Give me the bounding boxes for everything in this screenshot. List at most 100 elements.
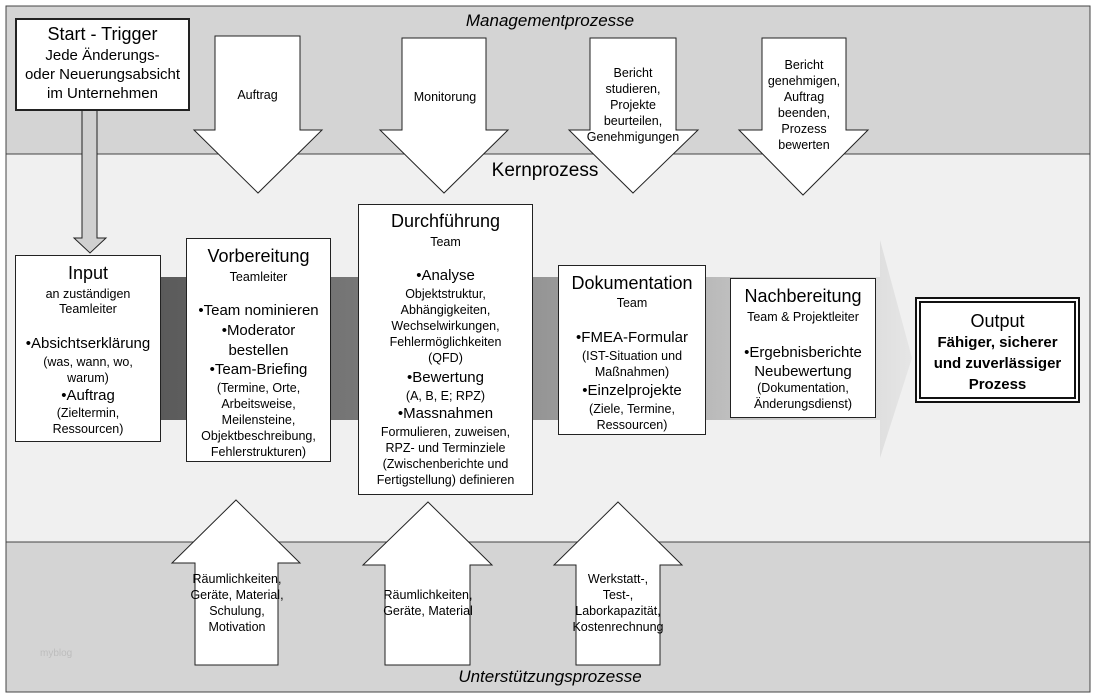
core-band-label: Kernprozess xyxy=(491,160,599,181)
trigger-line-2: oder Neuerungsabsicht xyxy=(24,66,181,83)
nachbereitung-item-1-line-1: •Ergebnisberichte xyxy=(744,344,862,361)
durchfuehrung-item-1-detail-1: Objektstruktur, xyxy=(405,287,486,301)
bottom-arrow-2-text-1: Räumlichkeiten, xyxy=(383,588,473,602)
durchfuehrung-item-1-detail-4: Fehlermöglichkeiten xyxy=(389,335,502,349)
durchfuehrung-item-1-head: •Analyse xyxy=(416,267,475,284)
dokumentation-item-2-detail-1: (Ziele, Termine, xyxy=(589,402,675,416)
dokumentation-item-1-head: •FMEA-Formular xyxy=(576,329,688,346)
input-title: Input xyxy=(67,263,109,283)
bottom-arrow-1-text-1: Räumlichkeiten, xyxy=(192,572,282,586)
input-item-2-detail-2: Ressourcen) xyxy=(52,422,124,436)
top-arrow-4 xyxy=(737,37,870,196)
bottom-arrow-1-text-4: Motivation xyxy=(208,620,266,634)
top-arrow-3-text-2: studieren, xyxy=(605,82,661,96)
output-title: Output xyxy=(970,311,1025,331)
output-line-2: und zuverlässiger xyxy=(933,355,1062,372)
vorbereitung-item-2-line-2: bestellen xyxy=(228,342,289,359)
vorbereitung-item-3-head: •Team-Briefing xyxy=(209,361,308,378)
top-arrow-4-text-6: bewerten xyxy=(778,138,830,152)
bottom-arrow-3-text-2: Test-, xyxy=(602,588,634,602)
nachbereitung-item-1-line-2: Neubewertung xyxy=(754,363,852,380)
bottom-arrow-3-text-3: Laborkapazität, xyxy=(575,604,661,618)
top-arrow-4-text-5: Prozess xyxy=(781,122,827,136)
nachbereitung-box xyxy=(730,278,876,418)
input-item-1-detail-1: (was, wann, wo, xyxy=(43,355,133,369)
top-arrow-2 xyxy=(378,37,510,194)
vorbereitung-title: Vorbereitung xyxy=(207,246,310,266)
nachbereitung-title: Nachbereitung xyxy=(744,286,862,306)
top-arrow-4-text-4: beenden, xyxy=(777,106,831,120)
dokumentation-sub: Team xyxy=(616,296,648,310)
dokumentation-item-1-detail-1: (IST-Situation und xyxy=(581,349,683,363)
durchfuehrung-title: Durchführung xyxy=(390,211,501,231)
management-band-label: Managementprozesse xyxy=(465,11,635,30)
output-line-1: Fähiger, sicherer xyxy=(937,334,1058,351)
trigger-title: Start - Trigger xyxy=(47,24,158,44)
output-box-inner xyxy=(919,301,1076,399)
top-arrow-3-text-5: Genehmigungen xyxy=(586,130,680,144)
top-arrow-3-text-4: beurteilen, xyxy=(603,114,663,128)
durchfuehrung-item-2-detail-1: (A, B, E; RPZ) xyxy=(405,389,486,403)
vorbereitung-sub: Teamleiter xyxy=(229,270,288,284)
input-box xyxy=(15,255,161,442)
durchfuehrung-item-2-head: •Bewertung xyxy=(407,369,484,386)
support-band-label: Unterstützungsprozesse xyxy=(458,667,642,686)
dokumentation-item-2-detail-2: Ressourcen) xyxy=(596,418,668,432)
vorbereitung-item-3-detail-2: Arbeitsweise, xyxy=(221,397,296,411)
bottom-arrow-2-text-2: Geräte, Material xyxy=(383,604,473,618)
top-arrow-1 xyxy=(192,35,324,194)
durchfuehrung-item-3-head: •Massnahmen xyxy=(397,405,494,422)
durchfuehrung-item-3-detail-2: RPZ- und Terminziele xyxy=(385,441,506,455)
vorbereitung-item-3-detail-3: Meilensteine, xyxy=(221,413,296,427)
dokumentation-item-2-head: •Einzelprojekte xyxy=(582,382,682,399)
trigger-box xyxy=(15,18,190,111)
vorbereitung-item-1: •Team nominieren xyxy=(198,302,319,319)
input-item-1-head: •Absichtserklärung xyxy=(25,335,151,352)
bottom-arrow-1 xyxy=(170,499,302,666)
bottom-arrow-1-text-3: Schulung, xyxy=(209,604,265,618)
support-band xyxy=(5,541,1091,693)
top-arrow-4-text-1: Bericht xyxy=(784,58,824,72)
vorbereitung-item-3-detail-4: Objektbeschreibung, xyxy=(201,429,316,443)
vorbereitung-box xyxy=(186,238,331,462)
input-item-1-detail-2: warum) xyxy=(67,371,109,385)
durchfuehrung-sub: Team xyxy=(430,235,461,249)
top-arrow-4-text-3: Auftrag xyxy=(783,90,825,104)
input-sub-2: Teamleiter xyxy=(59,302,117,316)
vorbereitung-item-3-detail-1: (Termine, Orte, xyxy=(216,381,301,395)
bottom-arrow-1-text-2: Geräte, Material, xyxy=(190,588,284,602)
bottom-arrow-3-text-1: Werkstatt-, xyxy=(587,572,649,586)
input-sub-1: an zuständigen xyxy=(45,287,131,301)
durchfuehrung-item-1-detail-5: (QFD) xyxy=(428,351,463,365)
dokumentation-title: Dokumentation xyxy=(571,273,693,293)
top-arrow-3 xyxy=(567,37,700,194)
durchfuehrung-item-3-detail-3: (Zwischenberichte und xyxy=(382,457,509,471)
top-arrow-4-text-2: genehmigen, xyxy=(767,74,841,88)
top-arrow-1-text: Auftrag xyxy=(237,88,278,102)
top-arrow-2-text: Monitorung xyxy=(413,90,477,104)
watermark: myblog xyxy=(40,648,73,659)
input-item-2-detail-1: (Zieltermin, xyxy=(56,406,120,420)
trigger-line-3: im Unternehmen xyxy=(47,85,158,102)
top-arrow-3-text-1: Bericht xyxy=(613,66,653,80)
output-line-3: Prozess xyxy=(968,376,1027,393)
dokumentation-box xyxy=(558,265,706,435)
vorbereitung-item-3-detail-5: Fehlerstrukturen) xyxy=(210,445,307,459)
nachbereitung-item-1-detail-1: (Dokumentation, xyxy=(757,381,849,395)
durchfuehrung-item-1-detail-3: Wechselwirkungen, xyxy=(391,319,500,333)
nachbereitung-sub: Team & Projektleiter xyxy=(747,310,859,324)
dokumentation-item-1-detail-2: Maßnahmen) xyxy=(594,365,670,379)
durchfuehrung-box xyxy=(358,204,533,495)
trigger-line-1: Jede Änderungs- xyxy=(45,47,160,64)
bottom-arrow-3 xyxy=(552,501,684,666)
vorbereitung-item-2-line-1: •Moderator xyxy=(221,322,296,339)
nachbereitung-item-1-detail-2: Änderungsdienst) xyxy=(754,397,852,411)
core-flow-arrow xyxy=(160,240,912,458)
durchfuehrung-item-1-detail-2: Abhängigkeiten, xyxy=(400,303,491,317)
durchfuehrung-item-3-detail-1: Formulieren, zuweisen, xyxy=(380,425,511,439)
top-arrow-3-text-3: Projekte xyxy=(610,98,656,112)
bottom-arrow-3-text-4: Kostenrechnung xyxy=(572,620,664,634)
trigger-down-arrow xyxy=(72,109,108,254)
